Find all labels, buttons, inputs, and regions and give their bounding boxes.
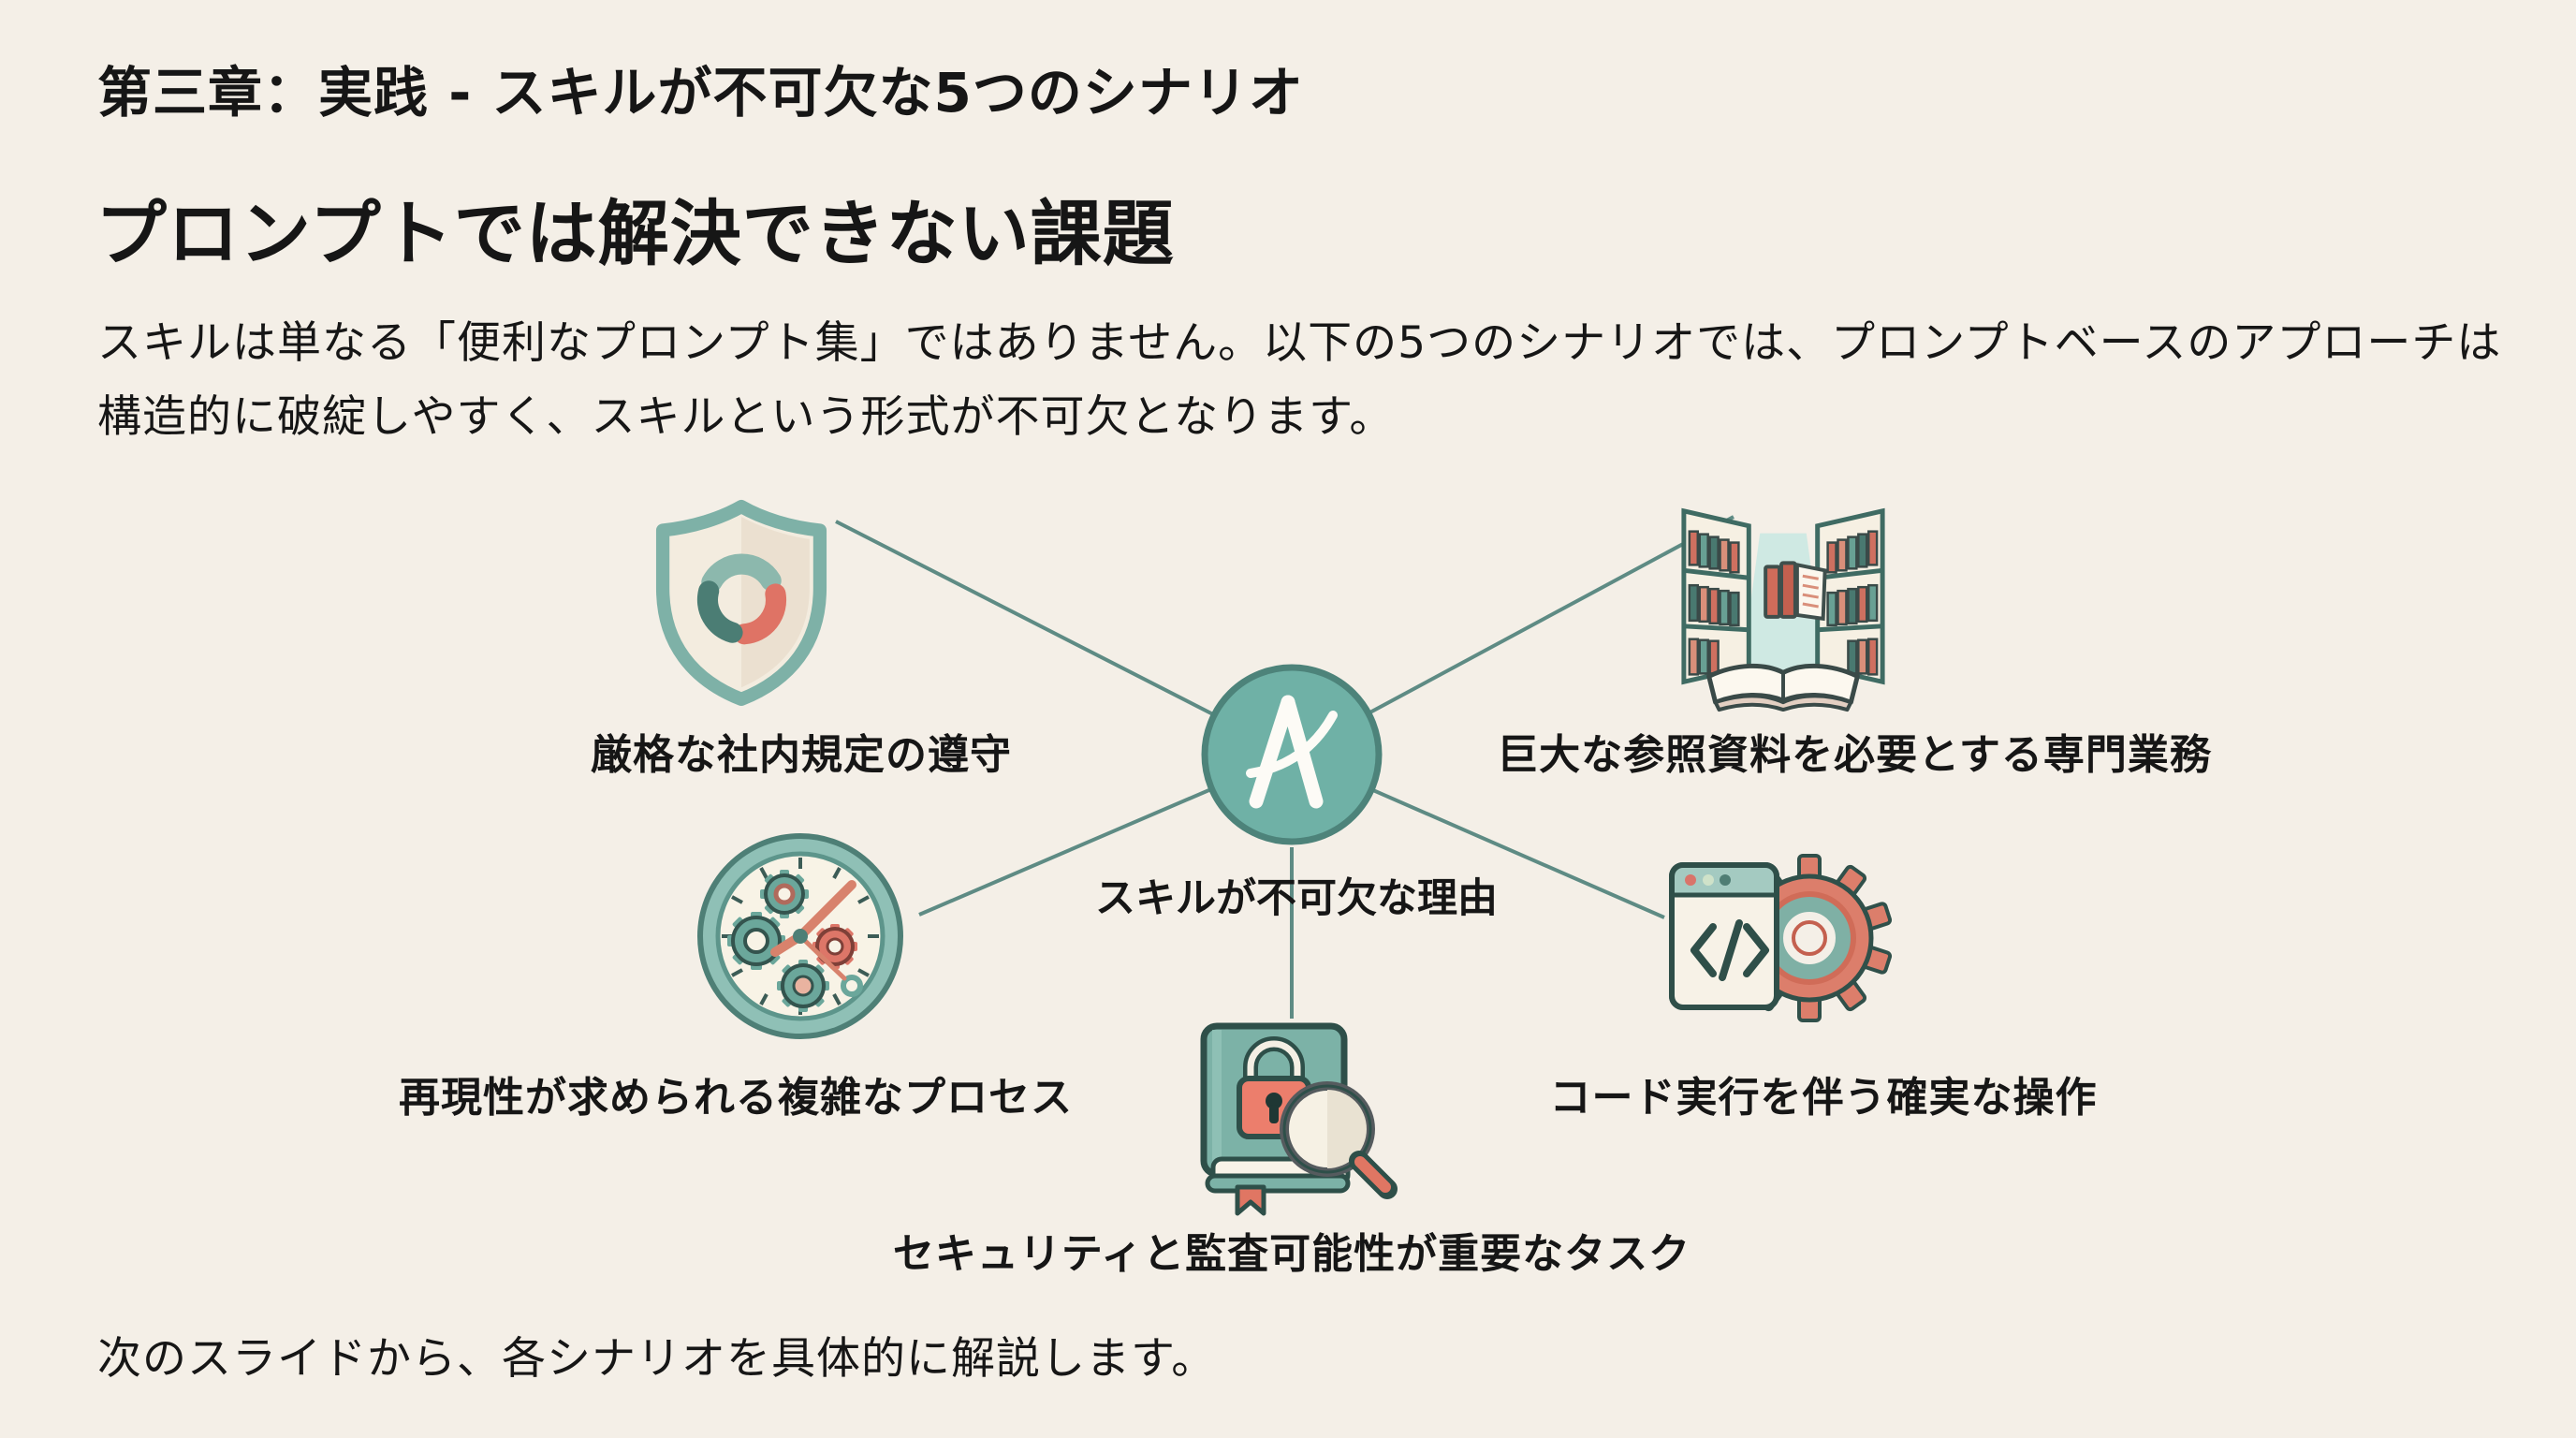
footer-note: 次のスライドから、各シナリオを具体的に解説します。 xyxy=(97,1333,1217,1385)
shield-swirl-icon xyxy=(652,498,830,708)
page-title: プロンプトでは解決できない課題 xyxy=(95,192,1175,275)
node-label-compliance: 厳格な社内規定の遵守 xyxy=(591,731,1012,779)
chapter-heading: 第三章：実践 - スキルが不可欠な5つのシナリオ xyxy=(97,61,1304,125)
clock-gears-icon xyxy=(693,829,908,1044)
node-label-security: セキュリティと監査可能性が重要なタスク xyxy=(892,1230,1691,1278)
locked-book-magnifier-icon xyxy=(1185,1020,1405,1217)
hub-label: スキルが不可欠な理由 xyxy=(1095,875,1498,922)
node-label-code-execution: コード実行を伴う確実な操作 xyxy=(1549,1074,2098,1122)
stylized-a-logo-icon xyxy=(1198,661,1385,848)
library-books-icon xyxy=(1666,494,1900,717)
node-label-reference: 巨大な参照資料を必要とする専門業務 xyxy=(1497,731,2212,779)
code-window-gear-icon xyxy=(1664,841,1894,1039)
intro-paragraph: スキルは単なる「便利なプロンプト集」ではありません。以下の5つのシナリオでは、プ… xyxy=(97,317,2502,443)
node-label-reproducibility: 再現性が求められる複雑なプロセス xyxy=(399,1074,1073,1122)
